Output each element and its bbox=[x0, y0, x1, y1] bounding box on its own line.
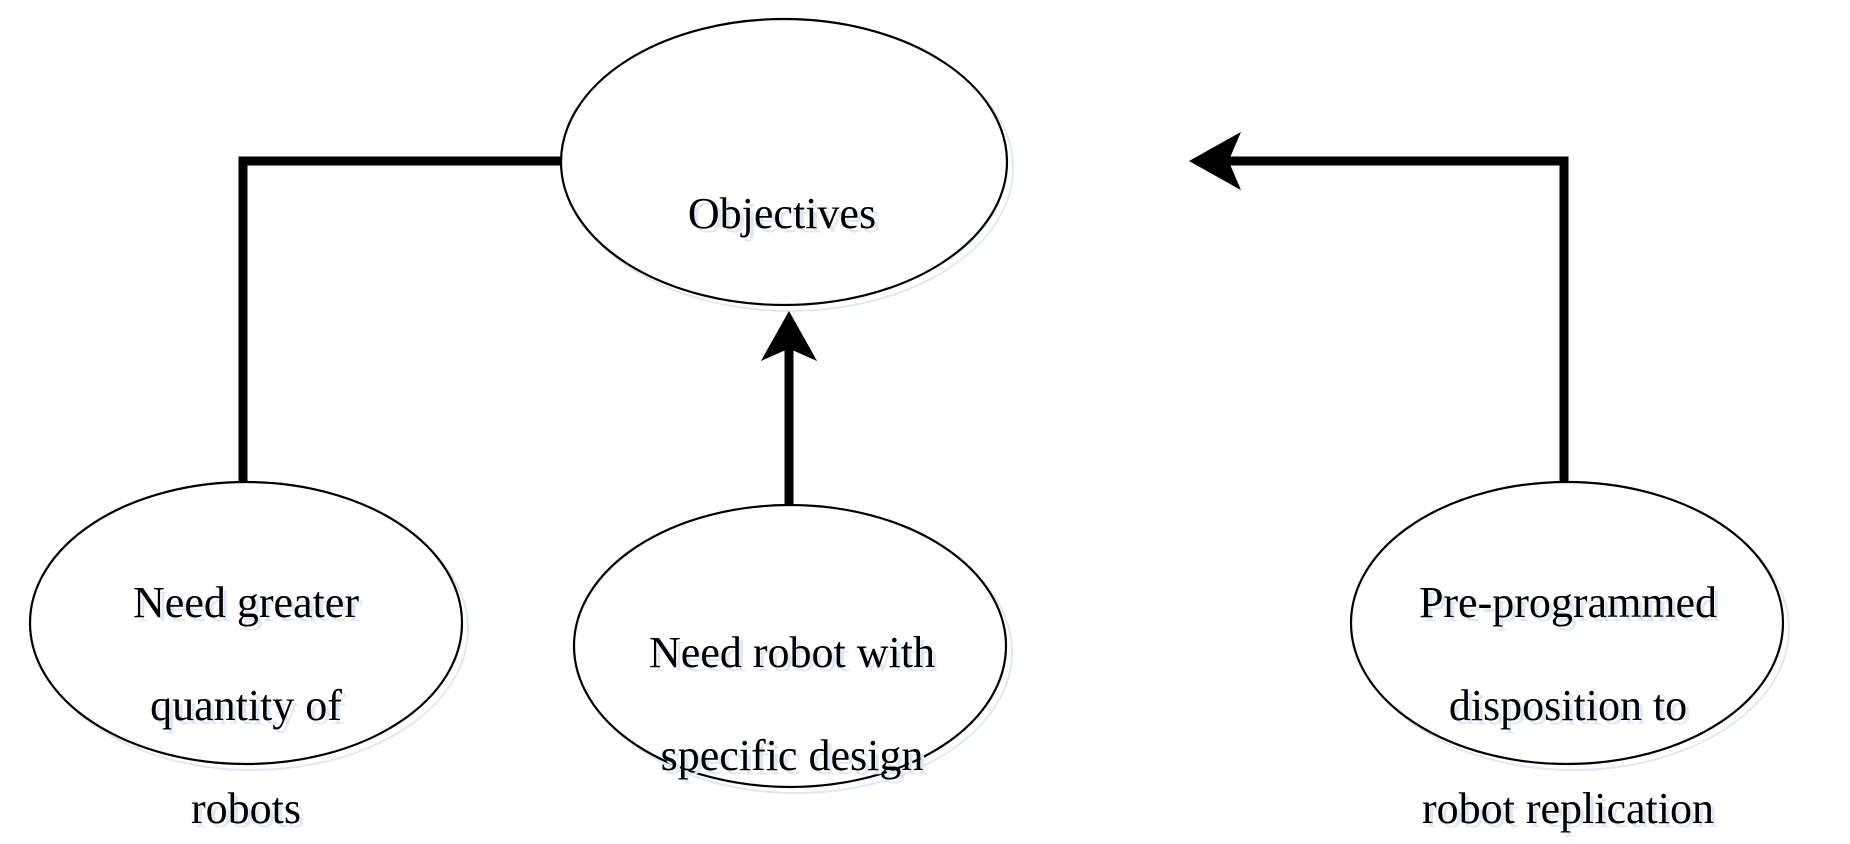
node-layer bbox=[28, 17, 1785, 789]
node-need-greater-quantity-of-robots-ellipse[interactable] bbox=[28, 480, 464, 766]
node-pre-programmed-disposition-ellipse[interactable] bbox=[1349, 480, 1785, 766]
connector-layer bbox=[238, 131, 1569, 512]
node-need-robot-with-specific-design-ellipse[interactable] bbox=[572, 503, 1008, 789]
connector-quantity-to-objectives-line[interactable] bbox=[238, 156, 628, 484]
connector-replication-to-objectives-line[interactable] bbox=[1228, 156, 1569, 484]
connector-replication-to-objectives-arrowhead bbox=[1188, 131, 1242, 191]
node-objectives-ellipse[interactable] bbox=[559, 17, 1009, 307]
connector-design-to-objectives-arrowhead bbox=[760, 310, 818, 362]
